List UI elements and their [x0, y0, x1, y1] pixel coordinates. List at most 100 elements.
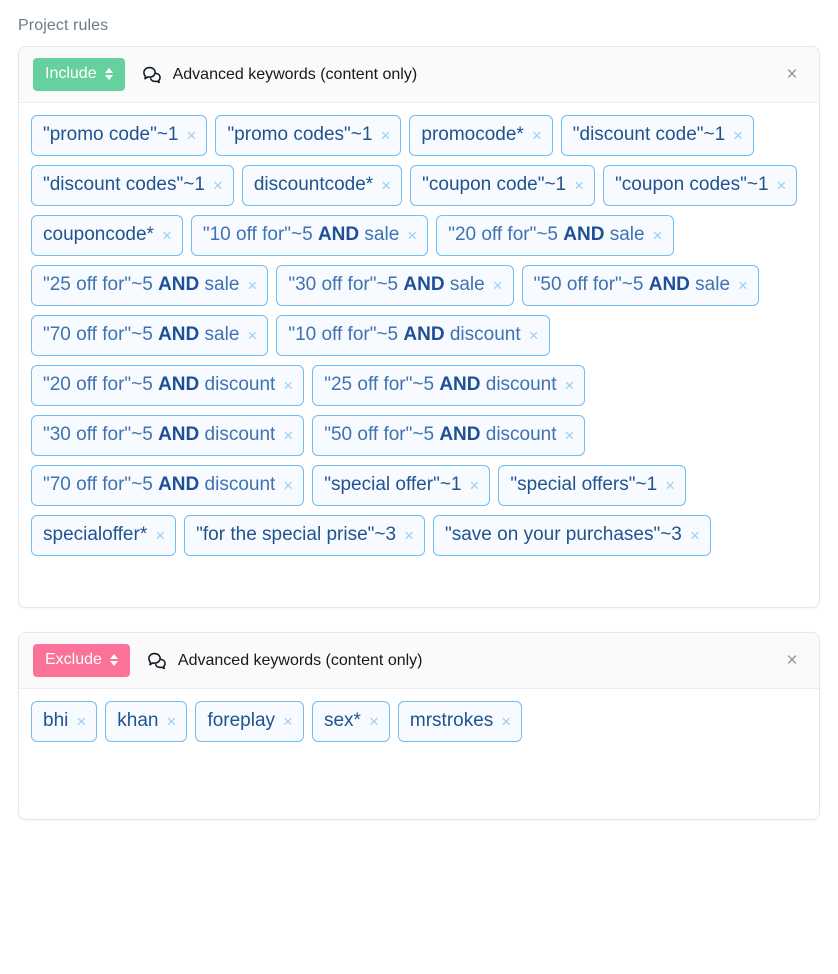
- keyword-chip-label: discountcode*: [253, 174, 374, 195]
- chip-remove-icon[interactable]: ×: [283, 475, 294, 495]
- keyword-chip[interactable]: "special offer"~1 ×: [312, 465, 491, 506]
- chip-remove-icon[interactable]: ×: [492, 275, 503, 295]
- chip-remove-icon[interactable]: ×: [76, 711, 87, 731]
- keyword-chip[interactable]: "coupon code"~1 ×: [410, 165, 596, 206]
- chip-remove-icon[interactable]: ×: [247, 325, 258, 345]
- keyword-chip-label: "discount code"~1: [572, 124, 726, 145]
- keyword-chip[interactable]: bhi ×: [31, 701, 98, 742]
- keyword-chip[interactable]: "20 off for"~5 AND sale ×: [436, 215, 674, 256]
- keyword-chip[interactable]: "promo codes"~1×: [215, 115, 402, 156]
- keyword-chip[interactable]: "50 off for"~5 AND sale×: [521, 265, 759, 306]
- keyword-chip[interactable]: sex*×: [311, 701, 390, 742]
- chip-remove-icon[interactable]: ×: [161, 225, 172, 245]
- chip-remove-icon[interactable]: ×: [665, 475, 676, 495]
- keyword-chip-label: mrstrokes: [409, 710, 494, 731]
- keyword-operator: AND: [439, 424, 481, 445]
- keyword-chip[interactable]: foreplay×: [195, 701, 304, 742]
- keyword-chip[interactable]: "20 off for"~5 AND discount ×: [31, 365, 305, 406]
- keyword-chip-label: bhi: [43, 710, 69, 731]
- chip-remove-icon[interactable]: ×: [689, 525, 700, 545]
- chip-remove-icon[interactable]: ×: [283, 711, 293, 731]
- chip-remove-icon[interactable]: ×: [283, 425, 294, 445]
- chip-remove-icon[interactable]: ×: [404, 525, 414, 545]
- chip-remove-icon[interactable]: ×: [283, 375, 294, 395]
- keyword-term: discount: [199, 374, 276, 395]
- chip-remove-icon[interactable]: ×: [380, 125, 391, 145]
- keyword-chip-label: "coupon code"~1: [422, 174, 567, 195]
- keyword-chip[interactable]: "coupon codes"~1×: [603, 165, 798, 206]
- chip-remove-icon[interactable]: ×: [166, 711, 177, 731]
- keyword-chip-label: "70 off for"~5 AND discount: [43, 473, 275, 497]
- keyword-chip[interactable]: specialoffer* ×: [31, 515, 177, 556]
- keyword-operator: AND: [158, 374, 200, 395]
- keyword-chip[interactable]: "discount code"~1 ×: [560, 115, 755, 156]
- rule-mode-select-exclude[interactable]: Exclude: [33, 644, 130, 677]
- chip-remove-icon[interactable]: ×: [155, 525, 166, 545]
- keyword-chip[interactable]: khan×: [105, 701, 188, 742]
- chip-remove-icon[interactable]: ×: [564, 425, 575, 445]
- chip-remove-icon[interactable]: ×: [528, 325, 539, 345]
- chip-remove-icon[interactable]: ×: [381, 175, 392, 195]
- chip-remove-icon[interactable]: ×: [652, 225, 663, 245]
- keyword-chip-label: "discount codes"~1: [43, 174, 205, 195]
- keyword-chip-label: "save on your purchases"~3: [445, 524, 682, 545]
- keyword-chip[interactable]: "save on your purchases"~3 ×: [433, 515, 711, 556]
- chip-remove-icon[interactable]: ×: [247, 275, 258, 295]
- keyword-chip[interactable]: "70 off for"~5 AND sale×: [31, 315, 269, 356]
- keyword-chip-label: specialoffer*: [43, 524, 148, 545]
- keyword-chip[interactable]: "50 off for"~5 AND discount×: [312, 415, 586, 456]
- chip-remove-icon[interactable]: ×: [212, 175, 223, 195]
- chip-remove-icon[interactable]: ×: [733, 125, 744, 145]
- keyword-chip[interactable]: discountcode* ×: [241, 165, 403, 206]
- keyword-chip[interactable]: "10 off for"~5 AND discount×: [276, 315, 550, 356]
- keyword-chip[interactable]: "30 off for"~5 AND discount×: [31, 415, 305, 456]
- keyword-chip[interactable]: "25 off for"~5 AND discount×: [312, 365, 586, 406]
- keyword-chip-label: "promo code"~1: [43, 124, 179, 145]
- chip-remove-icon[interactable]: ×: [531, 125, 542, 145]
- close-icon[interactable]: ×: [779, 648, 805, 674]
- keyword-chip-label: "special offers"~1: [510, 474, 658, 495]
- sort-updown-icon: [104, 67, 114, 81]
- keyword-chip[interactable]: mrstrokes ×: [397, 701, 523, 742]
- keyword-chip-label: "10 off for"~5 AND sale: [203, 223, 399, 247]
- keyword-term: discount: [480, 374, 557, 395]
- keyword-chip[interactable]: promocode*×: [409, 115, 553, 156]
- keyword-chip-list: "promo code"~1×"promo codes"~1×promocode…: [19, 103, 819, 607]
- close-icon[interactable]: ×: [779, 62, 805, 88]
- chip-remove-icon[interactable]: ×: [574, 175, 585, 195]
- chip-remove-icon[interactable]: ×: [469, 475, 480, 495]
- keyword-chip[interactable]: "25 off for"~5 AND sale×: [31, 265, 269, 306]
- chip-remove-icon[interactable]: ×: [501, 711, 512, 731]
- keyword-chip[interactable]: "discount codes"~1 ×: [31, 165, 234, 206]
- keyword-operator: AND: [158, 324, 200, 345]
- chip-remove-icon[interactable]: ×: [564, 375, 575, 395]
- chip-remove-icon[interactable]: ×: [776, 175, 787, 195]
- keyword-chip[interactable]: "for the special prise"~3×: [184, 515, 425, 556]
- rule-mode-select-include[interactable]: Include: [33, 58, 125, 91]
- keyword-chip[interactable]: "promo code"~1 ×: [31, 115, 208, 156]
- keyword-term: "10 off for"~5: [288, 324, 404, 345]
- keyword-chip[interactable]: "70 off for"~5 AND discount ×: [31, 465, 305, 506]
- chip-remove-icon[interactable]: ×: [407, 225, 418, 245]
- keyword-chip-label: "special offer"~1: [324, 474, 462, 495]
- chip-remove-icon[interactable]: ×: [186, 125, 197, 145]
- keyword-operator: AND: [317, 224, 360, 245]
- keyword-chip-label: "20 off for"~5 AND discount: [43, 373, 275, 397]
- keyword-term: sale: [604, 224, 645, 245]
- chip-remove-icon[interactable]: ×: [368, 711, 379, 731]
- keyword-chip[interactable]: "10 off for"~5 AND sale ×: [190, 215, 429, 256]
- keyword-term: discount: [199, 474, 276, 495]
- keyword-chip-label: "20 off for"~5 AND sale: [448, 223, 644, 247]
- keyword-chip[interactable]: couponcode* ×: [31, 215, 183, 256]
- keyword-term: sale: [199, 324, 240, 345]
- keyword-chip-label: couponcode*: [43, 224, 154, 245]
- chip-remove-icon[interactable]: ×: [738, 275, 748, 295]
- rule-header: Include Advanced keywords (content only)×: [19, 47, 819, 103]
- keyword-chip[interactable]: "special offers"~1 ×: [498, 465, 687, 506]
- keyword-chip[interactable]: "30 off for"~5 AND sale×: [276, 265, 514, 306]
- keyword-operator: AND: [439, 374, 481, 395]
- rule-type: Advanced keywords (content only): [141, 64, 779, 86]
